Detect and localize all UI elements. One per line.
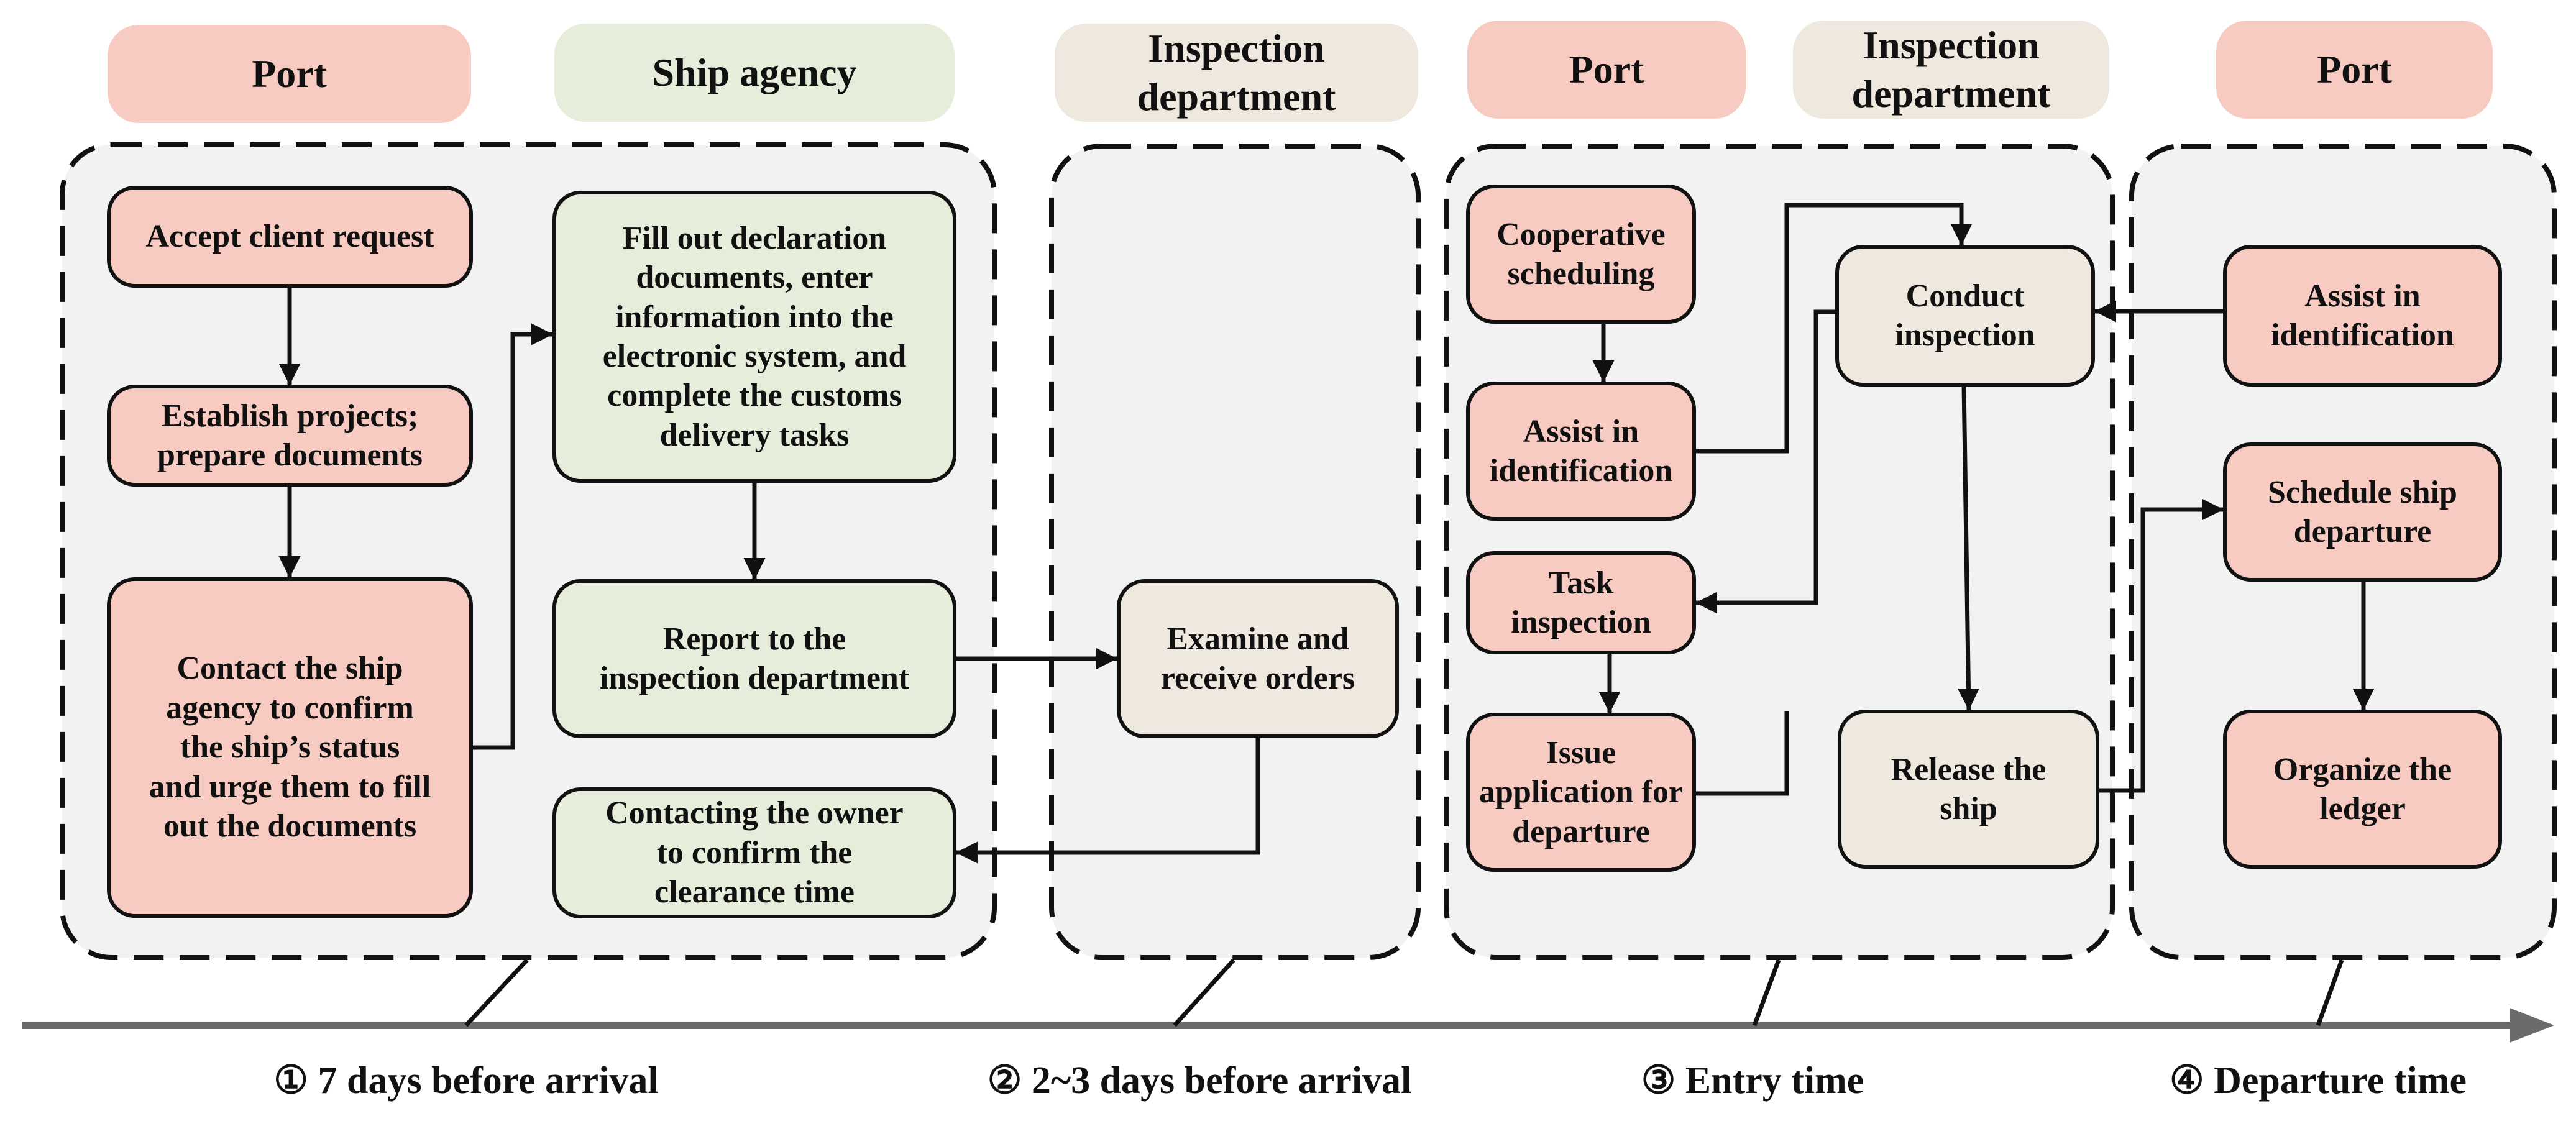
node-label-contact-owner: Contacting the owner to confirm the clea… <box>605 795 904 910</box>
phase-label-phase-2: ② 2~3 days before arrival <box>987 1059 1412 1102</box>
arrow-release-to-schedule <box>2097 498 2224 793</box>
node-label-accept: Accept client request <box>145 219 434 255</box>
node-label-establish: Establish projects; prepare documents <box>157 398 423 473</box>
header-label-h-port-3: Port <box>2317 47 2392 91</box>
node-label-report: Report to the inspection department <box>599 621 910 696</box>
node-box-contact-owner <box>552 787 956 918</box>
arrow-assist-to-conduct <box>1694 203 1973 454</box>
header-label-h-insp-2: Inspection department <box>1851 22 2051 116</box>
timeline-tick-4 <box>2316 959 2344 1027</box>
node-label-task-insp: Task inspection <box>1511 565 1651 640</box>
header-box-h-insp-2 <box>1793 21 2109 119</box>
timeline-tick-2 <box>1173 958 1235 1027</box>
phase-label-phase-1: ① 7 days before arrival <box>273 1059 659 1102</box>
node-label-conduct: Conduct inspection <box>1895 278 2035 353</box>
node-box-task-insp <box>1466 551 1696 654</box>
header-box-h-port-1 <box>108 25 471 123</box>
header-label-h-insp-1: Inspection department <box>1137 25 1336 119</box>
arrow-contact-to-fillout <box>471 323 553 750</box>
phase-label-phase-3: ③ Entry time <box>1641 1059 1864 1102</box>
node-label-examine: Examine and receive orders <box>1160 621 1355 696</box>
header-box-h-insp-1 <box>1055 24 1418 122</box>
header-box-h-agency <box>554 24 955 122</box>
header-box-h-port-3 <box>2216 21 2493 119</box>
node-label-schedule: Schedule ship departure <box>2268 474 2457 549</box>
timeline-tick-3 <box>1752 959 1781 1027</box>
header-label-h-port-2: Port <box>1569 47 1644 91</box>
group-phase-2 <box>1049 144 1421 960</box>
node-label-assist-2: Assist in identification <box>2271 278 2454 353</box>
node-label-contact-agency: Contact the ship agency to confirm the s… <box>149 651 431 844</box>
timeline-tick-1 <box>464 958 529 1027</box>
header-box-h-port-2 <box>1467 21 1746 119</box>
node-label-fill-out: Fill out declaration documents, enter in… <box>602 220 907 453</box>
arrow-examine-to-owner <box>956 736 1260 864</box>
header-label-h-agency: Ship agency <box>652 50 857 94</box>
node-box-assist-2 <box>2223 245 2502 387</box>
arrow-conduct-to-task <box>1695 309 1837 614</box>
arrow-conduct-to-release <box>1957 384 1979 711</box>
node-label-release: Release the ship <box>1891 751 2047 826</box>
node-label-assist-1: Assist in identification <box>1489 413 1673 488</box>
node-label-issue: Issue application for departure <box>1479 734 1683 849</box>
timeline-arrow-icon <box>2510 1008 2554 1043</box>
phase-label-phase-4: ④ Departure time <box>2170 1059 2467 1102</box>
node-box-organize <box>2223 710 2502 869</box>
arrow-issue-line <box>1694 711 1789 796</box>
header-label-h-port-1: Port <box>252 51 327 96</box>
node-label-organize: Organize the ledger <box>2273 751 2452 826</box>
node-label-coop: Cooperative scheduling <box>1497 216 1666 291</box>
node-box-coop <box>1466 185 1696 324</box>
